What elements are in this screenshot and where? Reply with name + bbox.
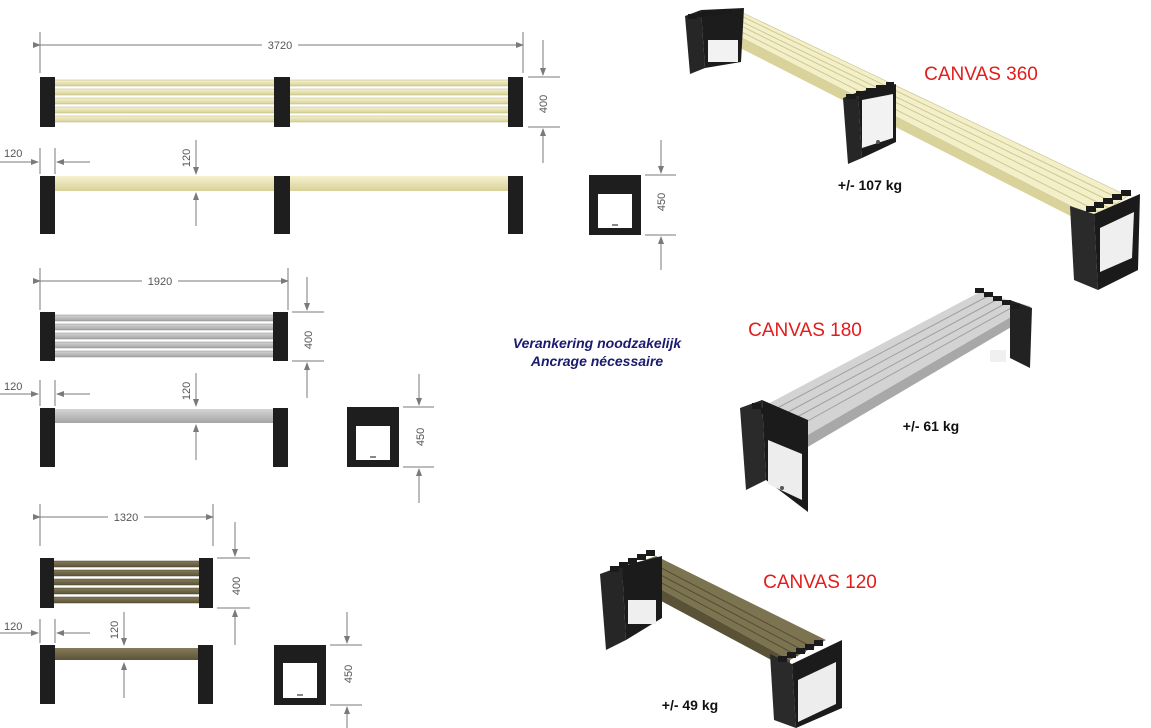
canvas360-leg-dim: 120: [4, 148, 22, 160]
canvas360-title: CANVAS 360: [924, 64, 1038, 85]
canvas360-width-dim: 400: [538, 95, 550, 113]
canvas180-weight: +/- 61 kg: [903, 418, 959, 434]
canvas180-top-view: 1920 400: [33, 268, 324, 398]
canvas180-seat-dim: 120: [181, 382, 193, 400]
canvas360-front-view: 120 120: [0, 140, 523, 234]
canvas120-height-dim: 450: [343, 665, 355, 683]
canvas120-length-dim: 1320: [114, 512, 138, 524]
canvas120-top-view: 1320 400: [33, 504, 250, 645]
canvas360-top-view: 3720 400: [33, 32, 560, 163]
canvas180-leg-dim: 120: [4, 381, 22, 393]
canvas360-weight: +/- 107 kg: [838, 177, 902, 193]
canvas120-slats-top: [51, 560, 203, 604]
canvas180-height-dim: 450: [415, 428, 427, 446]
canvas360-seat-dim: 120: [181, 149, 193, 167]
canvas120-front-view: 120 120: [0, 612, 213, 704]
canvas120-weight: +/- 49 kg: [662, 697, 718, 713]
canvas120-side-view: 450: [274, 612, 362, 728]
canvas360-render: [685, 8, 1140, 290]
canvas180-width-dim: 400: [303, 331, 315, 349]
canvas120-title: CANVAS 120: [763, 572, 877, 593]
canvas120-leg-dim: 120: [4, 621, 22, 633]
canvas180-length-dim: 1920: [148, 276, 172, 288]
anchoring-note-nl: Verankering noodzakelijk: [513, 335, 683, 351]
canvas360-length-dim: 3720: [268, 40, 292, 52]
canvas120-seat-dim: 120: [109, 621, 121, 639]
canvas180-slats-top: [51, 314, 278, 358]
canvas120-width-dim: 400: [231, 577, 243, 595]
canvas180-render: [740, 288, 1032, 512]
canvas120-render: [600, 550, 842, 728]
canvas180-front-view: 120 120: [0, 373, 288, 467]
canvas360-side-view: 450: [589, 140, 676, 270]
canvas180-side-view: 450: [347, 374, 434, 503]
canvas180-title: CANVAS 180: [748, 320, 862, 341]
canvas360-height-dim: 450: [656, 193, 668, 211]
anchoring-note-fr: Ancrage nécessaire: [530, 353, 664, 369]
